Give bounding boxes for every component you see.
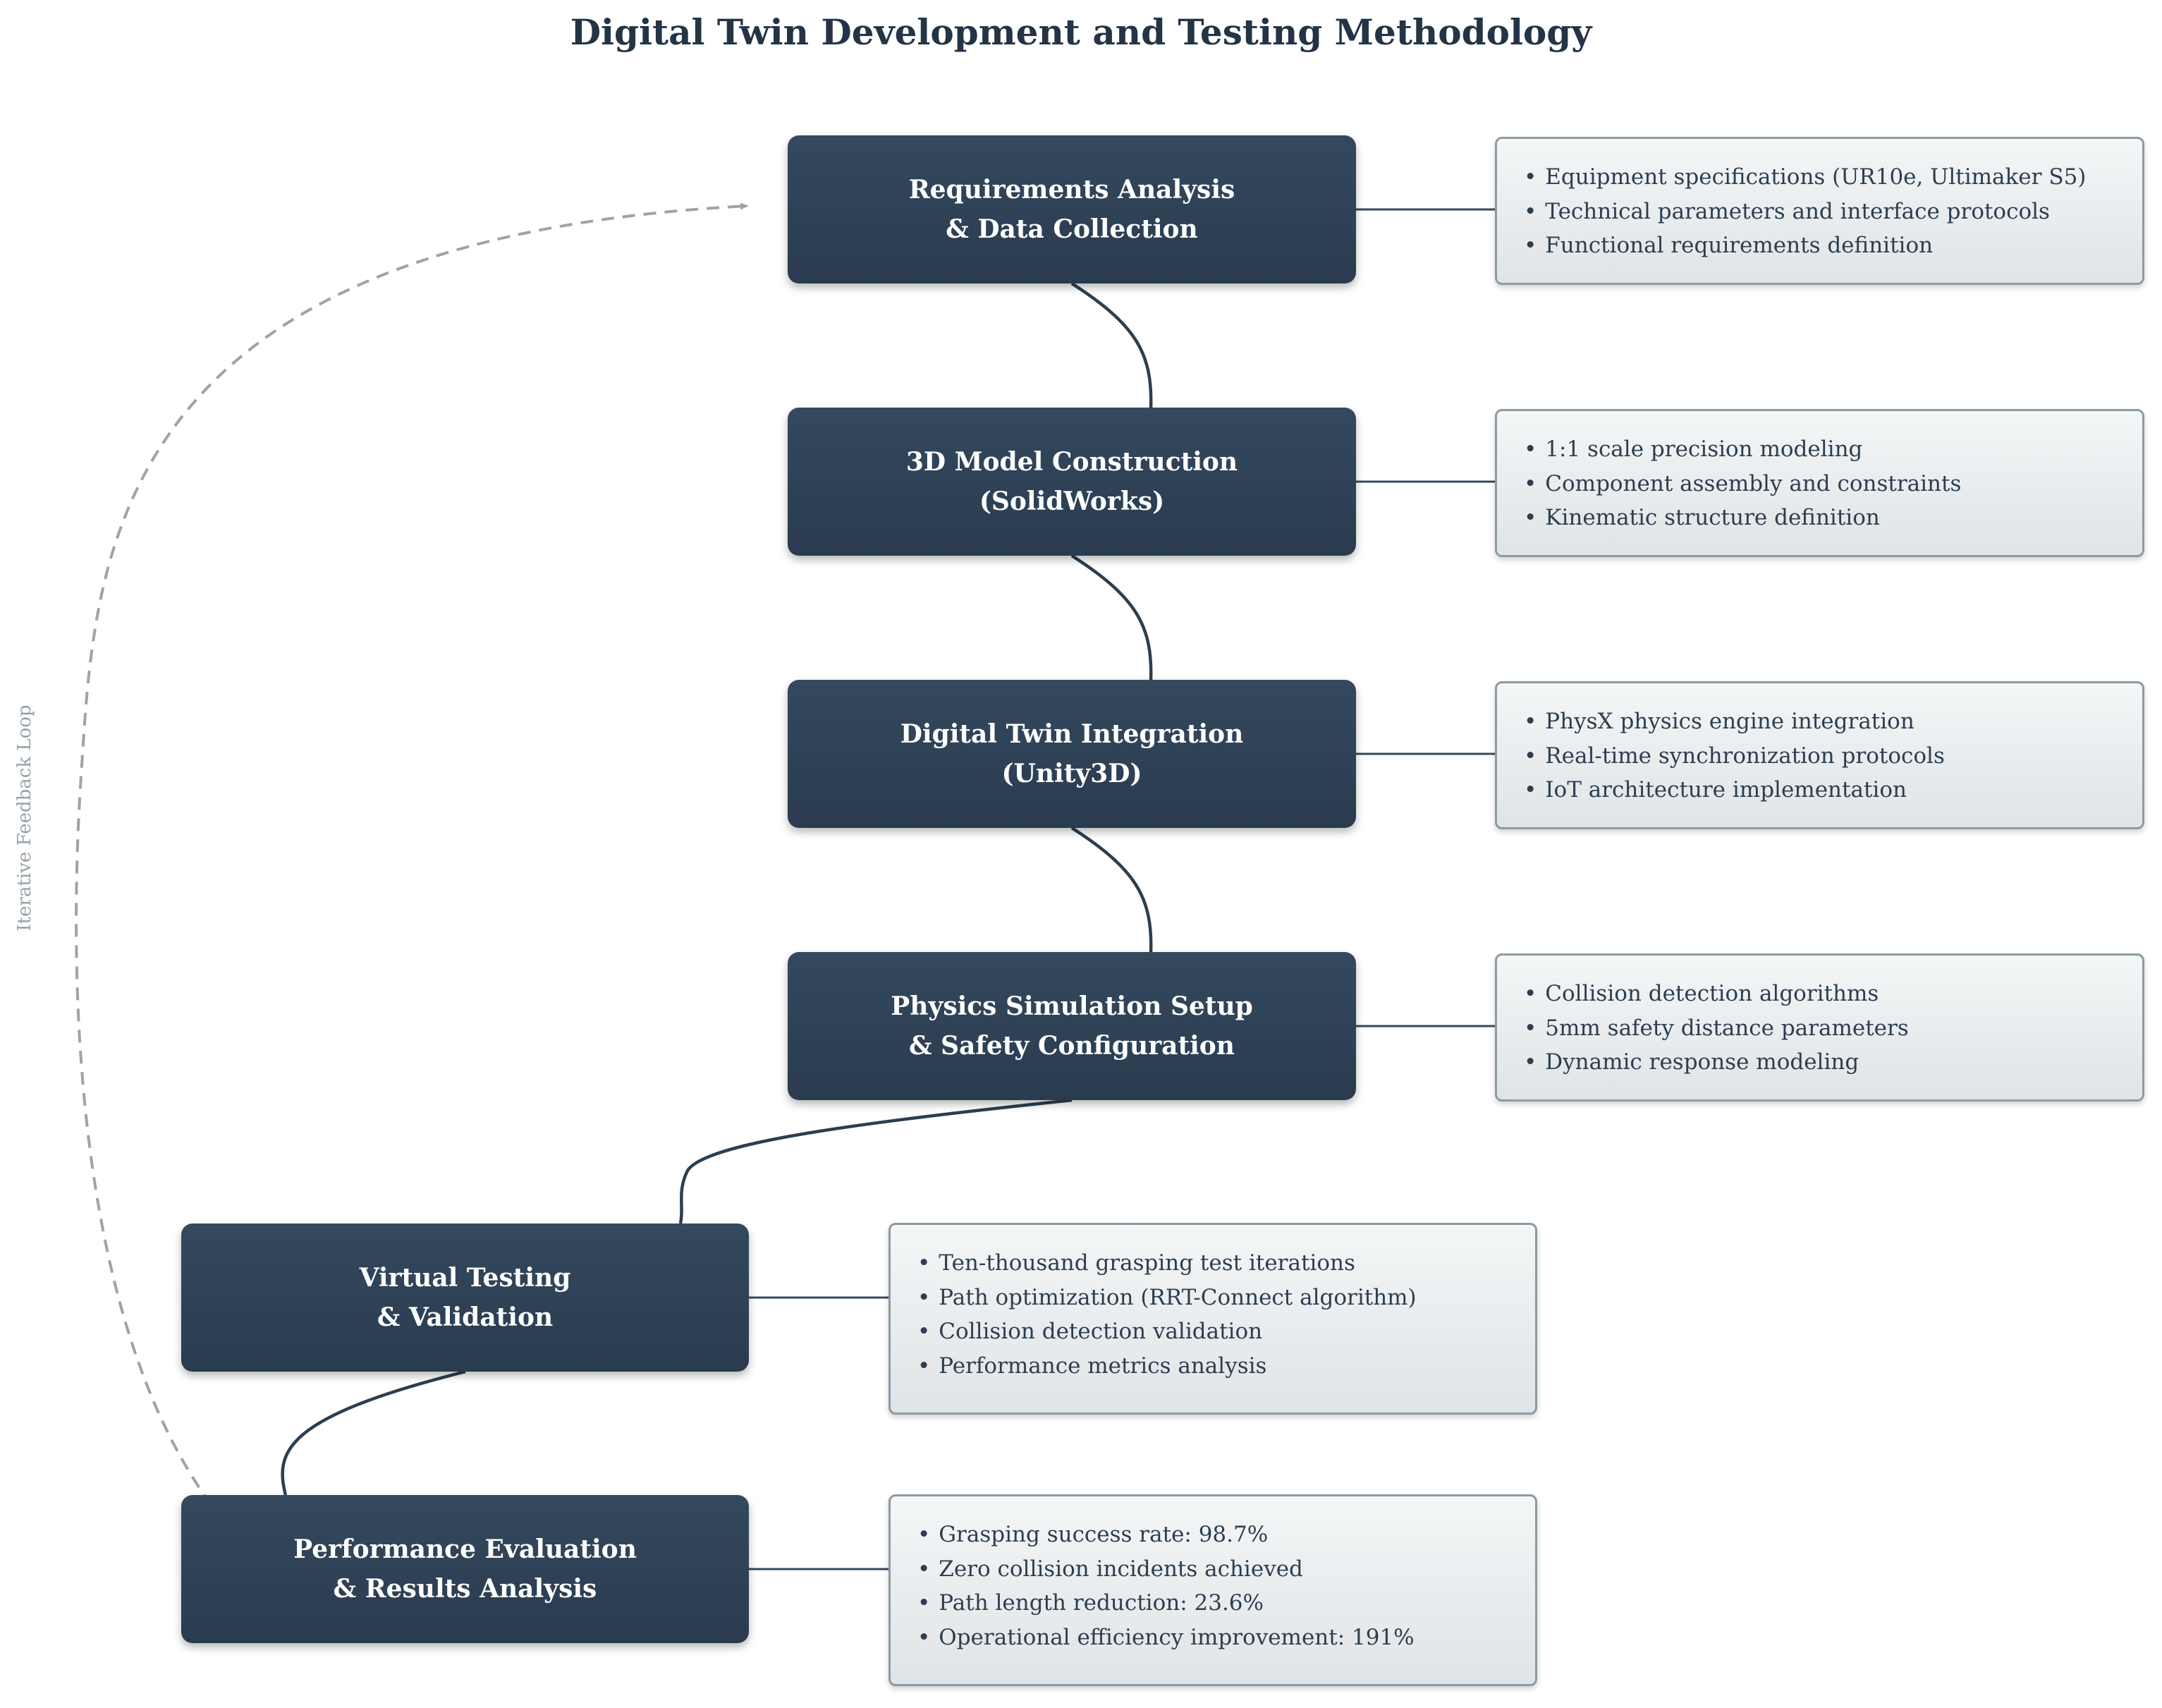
details-digital-twin-integration: PhysX physics engine integration Real-ti… [1495, 681, 2144, 829]
connector-5-6 [281, 1370, 466, 1496]
step-digital-twin-integration: Digital Twin Integration (Unity3D) [788, 680, 1356, 828]
diagram-title: Digital Twin Development and Testing Met… [570, 11, 1592, 53]
details-requirements-analysis: Equipment specifications (UR10e, Ultimak… [1495, 137, 2144, 285]
detail-item: Collision detection validation [917, 1314, 1514, 1349]
step-title-line-2: & Results Analysis [333, 1574, 597, 1604]
detail-item: Performance metrics analysis [917, 1349, 1514, 1384]
step-title-line-2: & Validation [377, 1303, 554, 1332]
connector-3-4 [1070, 826, 1153, 954]
step-title-line-2: & Data Collection [946, 214, 1198, 244]
detail-item: Path length reduction: 23.6% [917, 1586, 1514, 1621]
detail-item: Path optimization (RRT-Connect algorithm… [917, 1281, 1514, 1315]
step-requirements-analysis: Requirements Analysis & Data Collection [788, 135, 1356, 283]
details-physics-simulation-setup: Collision detection algorithms 5mm safet… [1495, 953, 2144, 1102]
detail-item: PhysX physics engine integration [1524, 704, 2121, 739]
connector-4-5 [678, 1098, 1073, 1224]
detail-item: IoT architecture implementation [1524, 773, 2121, 807]
step-physics-simulation-setup: Physics Simulation Setup & Safety Config… [788, 952, 1356, 1100]
connector-2-3 [1070, 554, 1153, 682]
step-title-line-1: Performance Evaluation [293, 1535, 637, 1564]
detail-item: Ten-thousand grasping test iterations [917, 1246, 1514, 1281]
step-3d-model-construction: 3D Model Construction (SolidWorks) [788, 408, 1356, 556]
detail-item: Collision detection algorithms [1524, 977, 2121, 1011]
detail-item: Real-time synchronization protocols [1524, 739, 2121, 774]
step-title-line-1: 3D Model Construction [905, 447, 1238, 477]
feedback-loop-label: Iterative Feedback Loop [14, 704, 35, 932]
detail-item: Equipment specifications (UR10e, Ultimak… [1524, 160, 2121, 195]
step-virtual-testing: Virtual Testing & Validation [181, 1224, 749, 1372]
connector-1-2 [1070, 282, 1153, 410]
feedback-loop-arrow [75, 202, 749, 1643]
details-3d-model-construction: 1:1 scale precision modeling Component a… [1495, 409, 2144, 557]
detail-item: Technical parameters and interface proto… [1524, 195, 2121, 229]
detail-item: Functional requirements definition [1524, 228, 2121, 263]
step-title-line-1: Physics Simulation Setup [891, 992, 1253, 1021]
detail-item: Dynamic response modeling [1524, 1045, 2121, 1080]
detail-item: Grasping success rate: 98.7% [917, 1518, 1514, 1552]
step-title-line-2: (Unity3D) [1001, 759, 1142, 788]
detail-item: Kinematic structure definition [1524, 501, 2121, 535]
details-virtual-testing: Ten-thousand grasping test iterations Pa… [888, 1223, 1537, 1415]
step-title-line-1: Digital Twin Integration [900, 719, 1244, 749]
detail-item: 5mm safety distance parameters [1524, 1011, 2121, 1046]
step-performance-evaluation: Performance Evaluation & Results Analysi… [181, 1495, 749, 1643]
step-title-line-2: (SolidWorks) [979, 487, 1165, 516]
step-title-line-2: & Safety Configuration [909, 1031, 1235, 1061]
details-performance-evaluation: Grasping success rate: 98.7% Zero collis… [888, 1494, 1537, 1686]
detail-item: Zero collision incidents achieved [917, 1552, 1514, 1587]
detail-item: Operational efficiency improvement: 191% [917, 1621, 1514, 1655]
step-title-line-1: Requirements Analysis [908, 175, 1235, 205]
detail-item: 1:1 scale precision modeling [1524, 432, 2121, 467]
step-title-line-1: Virtual Testing [359, 1263, 571, 1293]
detail-item: Component assembly and constraints [1524, 467, 2121, 501]
